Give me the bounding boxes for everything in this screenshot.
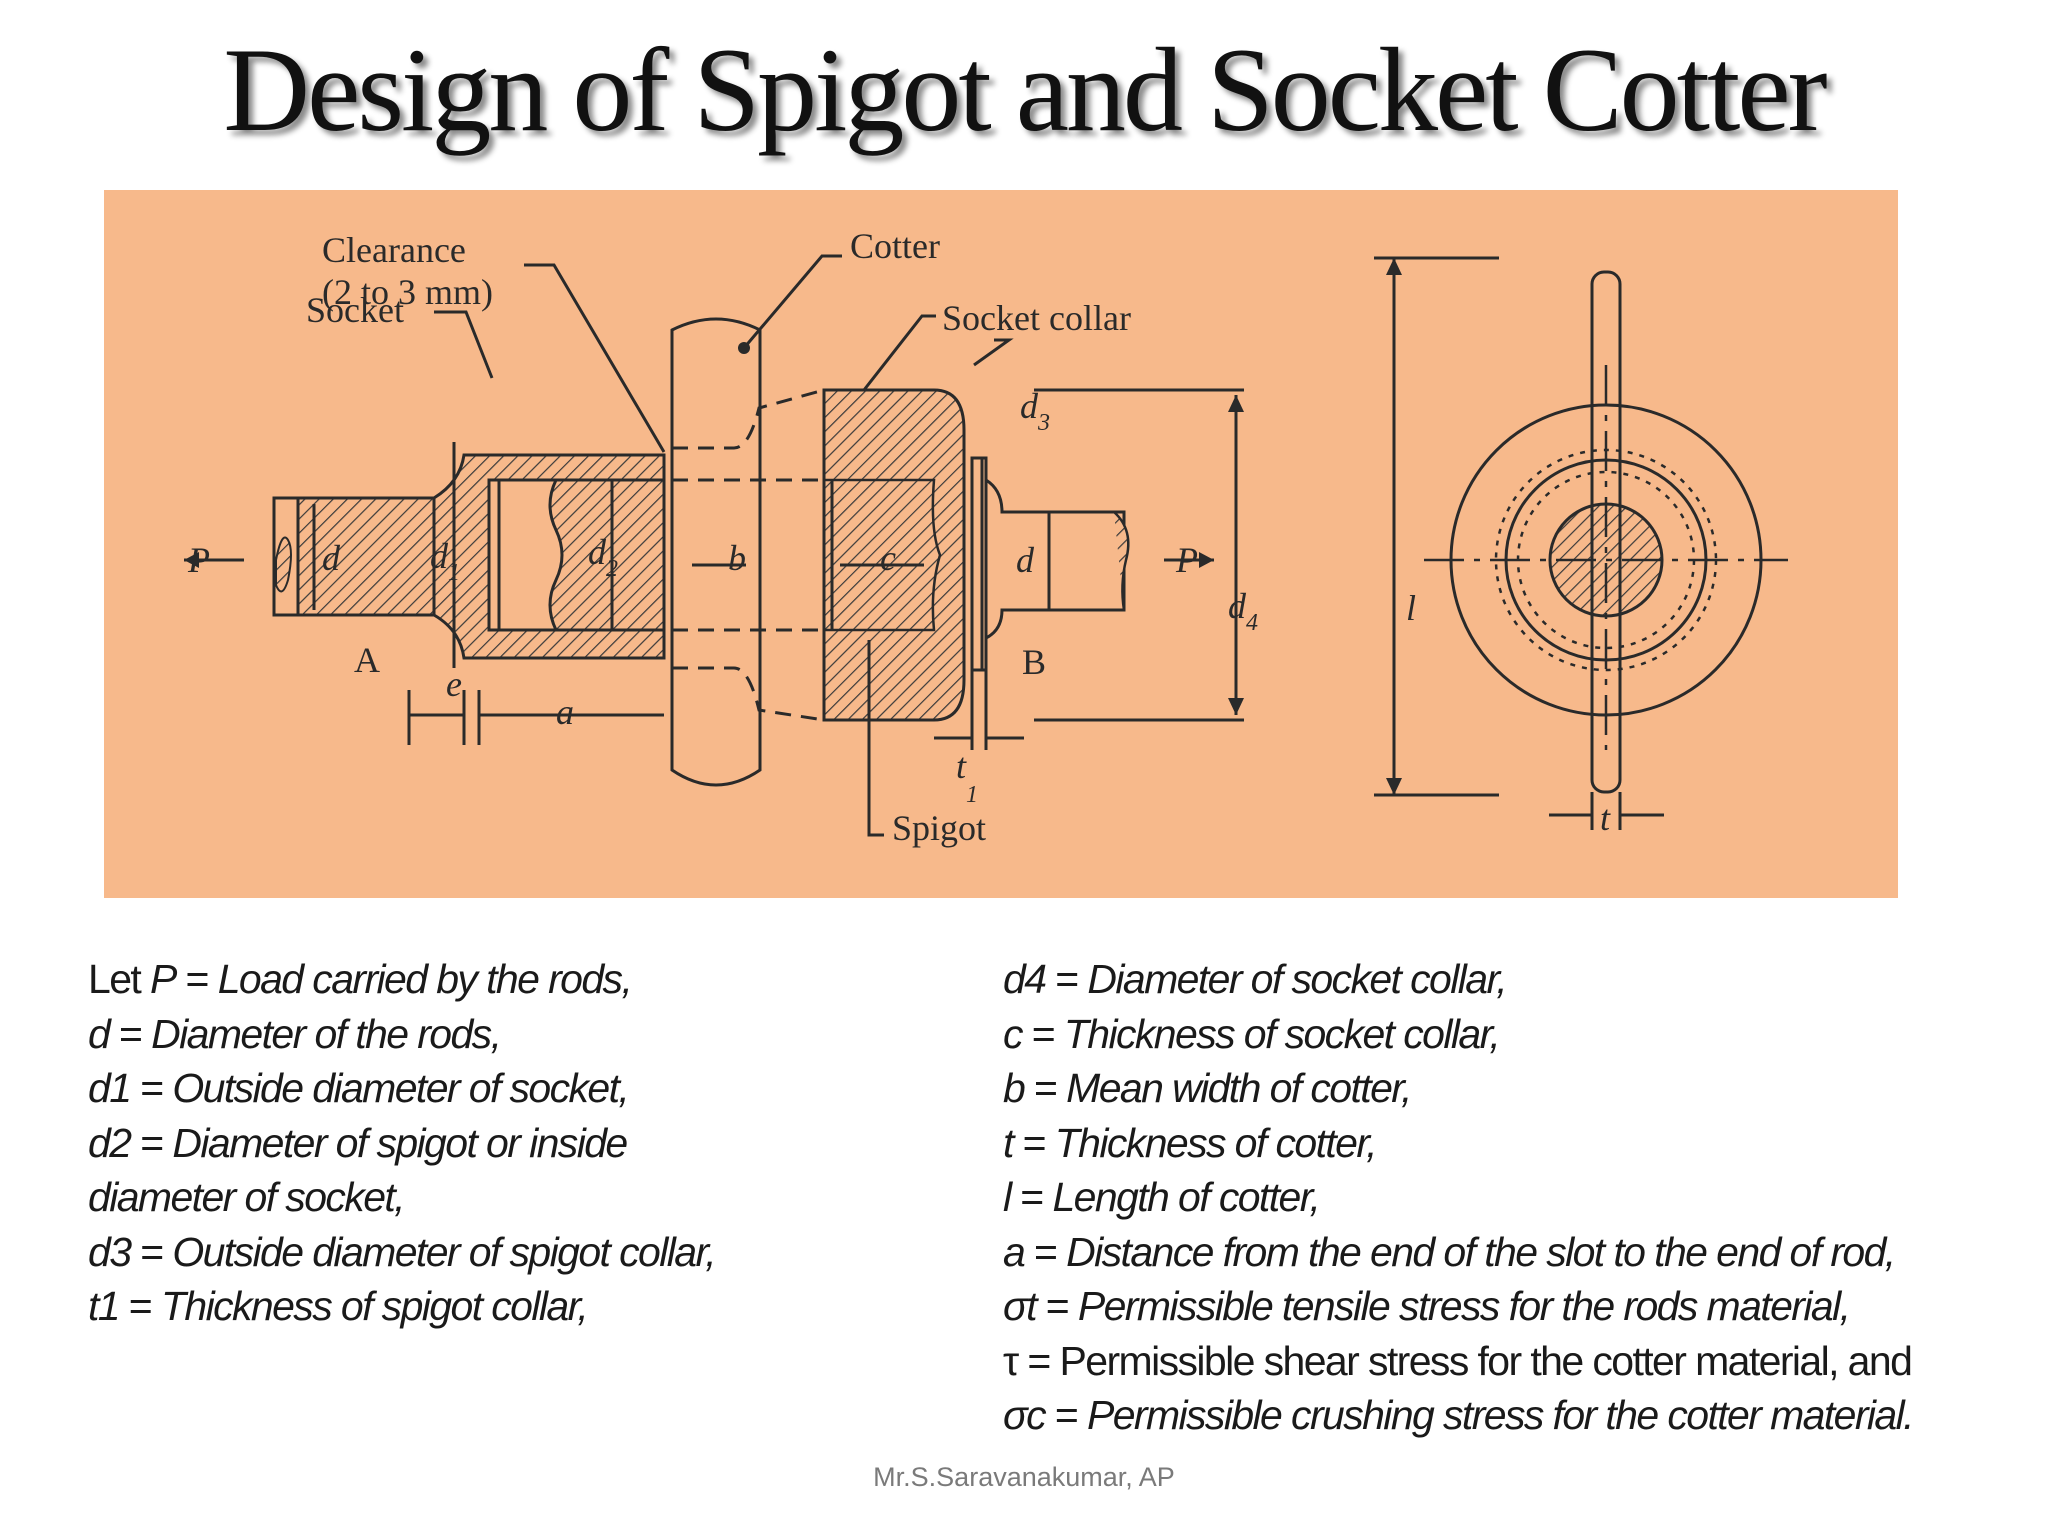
label-dim-d3: d: [1020, 386, 1039, 426]
label-dim-t1-sub: 1: [966, 782, 978, 808]
notation-item: τ = Permissible shear stress for the cot…: [1003, 1337, 1913, 1384]
label-dim-t1: t: [956, 746, 967, 786]
cotter: [670, 317, 762, 787]
notation-list-left: Let P = Load carried by the rods, d = Di…: [88, 952, 948, 1334]
cotter-joint-diagram: Clearance (2 to 3 mm) Socket Cotter Sock…: [104, 190, 1898, 898]
label-dim-d3-sub: 3: [1037, 410, 1050, 436]
spigot-collar: [970, 456, 988, 672]
label-dim-e: e: [446, 664, 462, 704]
label-dim-d-left: d: [322, 538, 341, 578]
label-dim-b: b: [728, 538, 746, 578]
label-spigot: Spigot: [892, 808, 986, 848]
notation-item: d = Diameter of the rods,: [88, 1010, 502, 1057]
label-dim-d2-sub: 2: [606, 556, 618, 582]
slide-footer-author: Mr.S.Saravanakumar, AP: [873, 1462, 1175, 1492]
notation-item: t1 = Thickness of spigot collar,: [88, 1283, 589, 1329]
notation-item: d4 = Diameter of socket collar,: [1003, 956, 1508, 1002]
label-socket: Socket: [306, 290, 404, 330]
label-dim-d-right: d: [1016, 540, 1035, 580]
spigot-body: [822, 478, 942, 632]
label-part-b: B: [1022, 642, 1046, 682]
notation-item: d1 = Outside diameter of socket,: [88, 1065, 630, 1111]
notation-item: l = Length of cotter,: [1003, 1174, 1321, 1220]
notation-item: c = Thickness of socket collar,: [1003, 1010, 1501, 1057]
label-socket-collar: Socket collar: [942, 298, 1131, 338]
label-load-left: P: [187, 540, 210, 580]
label-dim-d1-sub: 1: [448, 560, 460, 586]
label-dim-d2: d: [588, 532, 607, 572]
label-dim-l: l: [1406, 588, 1416, 628]
slide-title: Design of Spigot and Socket Cotter: [223, 23, 1827, 156]
left-rod-section: [282, 496, 436, 617]
notation-item: σt = Permissible tensile stress for the …: [1003, 1283, 1851, 1329]
notation-list-right: d4 = Diameter of socket collar, c = Thic…: [1003, 952, 2033, 1443]
label-dim-a: a: [556, 692, 574, 732]
notation-item: b = Mean width of cotter,: [1003, 1065, 1412, 1111]
label-clearance: Clearance: [322, 230, 466, 270]
notation-item: d2 = Diameter of spigot or inside diamet…: [88, 1119, 628, 1221]
label-dim-d1: d: [430, 536, 449, 576]
label-dim-d4: d: [1228, 586, 1247, 626]
label-dim-d4-sub: 4: [1246, 610, 1258, 636]
label-dim-c: c: [880, 538, 896, 578]
notation-item: Let P = Load carried by the rods,: [88, 956, 633, 1002]
notation-item: a = Distance from the end of the slot to…: [1003, 1228, 1896, 1275]
label-dim-t: t: [1600, 798, 1611, 838]
notation-item: d3 = Outside diameter of spigot collar,: [88, 1228, 717, 1275]
notation-item: σc = Permissible crushing stress for the…: [1003, 1392, 1915, 1438]
label-load-right: P: [1175, 540, 1198, 580]
label-part-a: A: [354, 640, 380, 680]
label-clearance-range: (2 to 3 mm): [322, 272, 493, 312]
notation-item: t = Thickness of cotter,: [1003, 1119, 1378, 1166]
label-cotter: Cotter: [850, 226, 940, 266]
end-view-cotter: [1590, 270, 1622, 794]
spigot-inner-rod: [548, 478, 666, 632]
